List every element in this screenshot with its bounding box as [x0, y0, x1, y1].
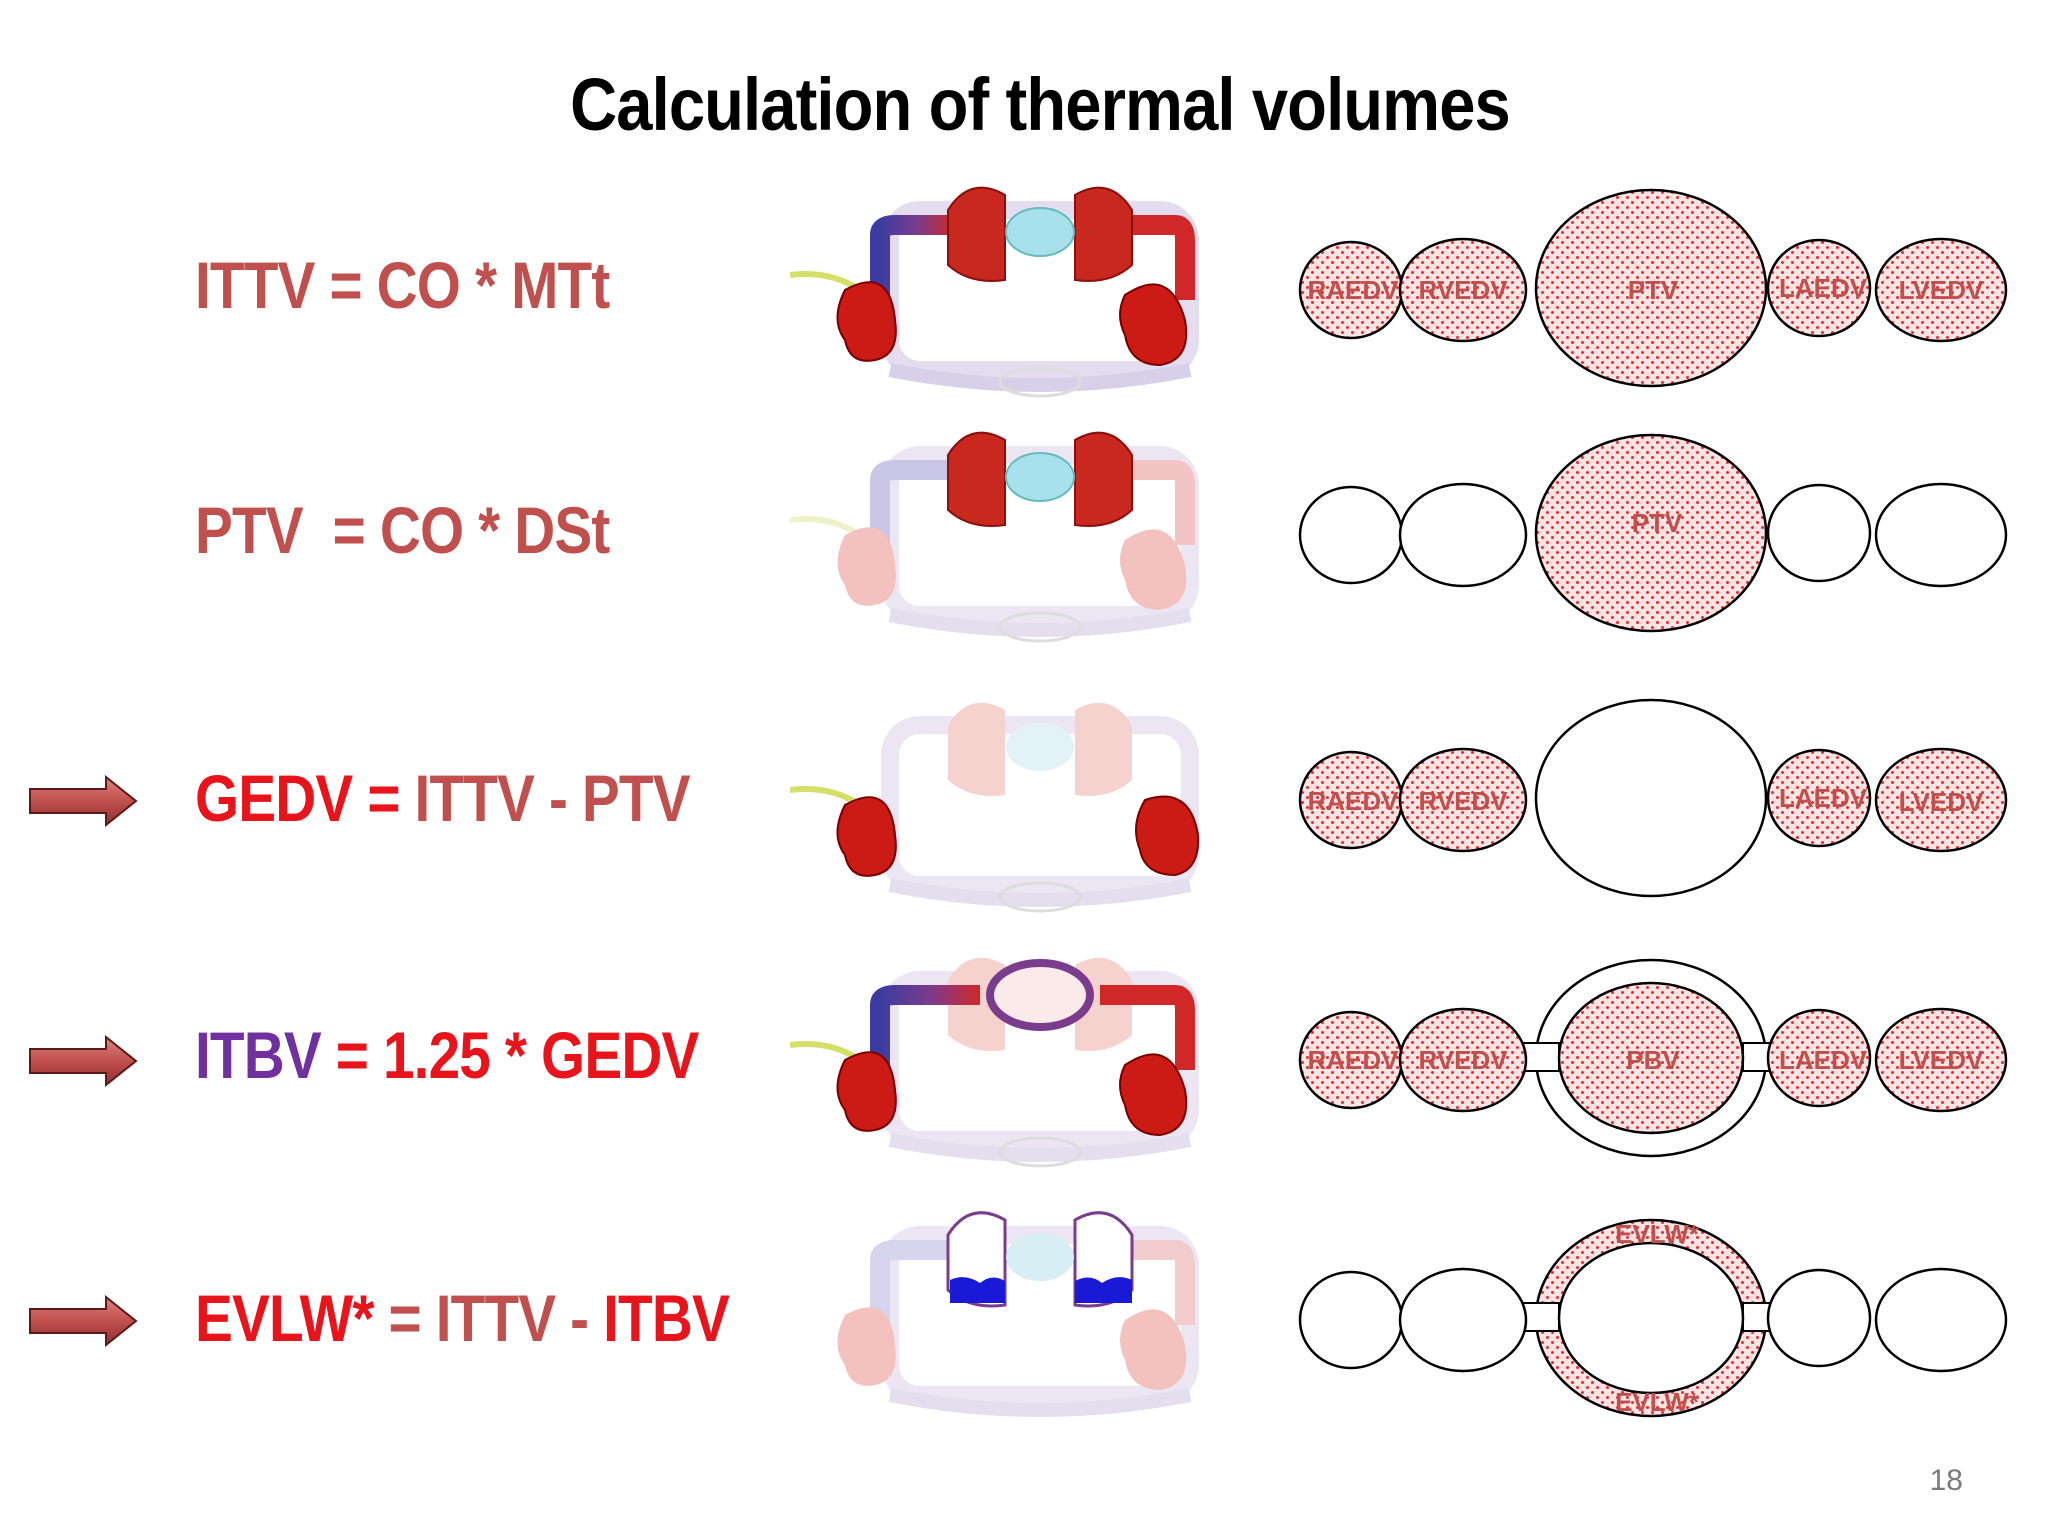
chamber-lvedv: [1874, 482, 2008, 588]
label-evlw-top: EVLW*: [1615, 1219, 1700, 1249]
label-raedv: RAEDV: [1307, 786, 1399, 816]
formula-part: = ITTV -: [373, 1281, 604, 1355]
formula-gedv: GEDV = ITTV - PTV: [195, 760, 691, 836]
row-ptv: PTV = CO * DSt PTV: [0, 410, 2048, 650]
row-evlw: EVLW* = ITTV - ITBV EVLW* EVLW*: [0, 1195, 2048, 1435]
formula-itbv: ITBV = 1.25 * GEDV: [195, 1017, 700, 1093]
label-lvedv: LVEDV: [1899, 275, 1984, 305]
chamber-laedv: [1766, 238, 1872, 338]
chamber-diagram-gedv: RAEDV RVEDV LAEDV LVEDV: [1298, 698, 2008, 898]
chamber-lvedv: [1874, 237, 2008, 343]
chamber-ptv: [1534, 433, 1768, 633]
label-ptv: PTV: [1632, 508, 1683, 538]
circulation-illustration-itbv: [789, 957, 1199, 1168]
arrow-icon: [29, 775, 138, 827]
chamber-rvedv: [1398, 482, 1528, 588]
row-ittv: ITTV = CO * MTt RAEDV RVEDV PTV LAEDV LV…: [0, 165, 2048, 405]
formula-part: PTV = CO * DSt: [195, 493, 610, 567]
chamber-raedv: [1298, 1270, 1404, 1370]
label-ptv: PTV: [1628, 275, 1679, 305]
formula-ittv: ITTV = CO * MTt: [195, 247, 610, 323]
chamber-laedv: [1766, 1268, 1872, 1368]
chamber-lvedv: [1874, 1267, 2008, 1373]
row-gedv: GEDV = ITTV - PTV RAEDV RVEDV LAEDV LVED…: [0, 675, 2048, 915]
chamber-laedv: [1766, 1008, 1872, 1108]
chamber-rvedv: [1398, 237, 1528, 343]
chamber-ptv: [1534, 698, 1768, 898]
chamber-pbv: [1557, 981, 1745, 1135]
formula-part: EVLW*: [195, 1281, 374, 1355]
circulation-illustration-evlw: [837, 1211, 1199, 1417]
chamber-lvedv: [1874, 1007, 2008, 1113]
formula-part: ITTV - PTV: [414, 761, 691, 835]
chamber-diagram-evlw: EVLW* EVLW*: [1298, 1218, 2008, 1418]
label-rvedv: RVEDV: [1418, 786, 1508, 816]
formula-part: GEDV =: [195, 761, 415, 835]
formula-part: ITTV = CO * MTt: [195, 248, 610, 322]
label-pbv: PBV: [1626, 1045, 1680, 1075]
formula-part: ITBV: [603, 1281, 730, 1355]
chamber-rvedv: [1398, 747, 1528, 853]
formula-evlw: EVLW* = ITTV - ITBV: [195, 1280, 730, 1356]
arrow-icon: [29, 1295, 138, 1347]
chamber-raedv: [1298, 485, 1404, 585]
label-raedv: RAEDV: [1307, 1045, 1399, 1075]
label-lvedv: LVEDV: [1899, 1045, 1984, 1075]
circulation-illustration-ptv: [789, 431, 1199, 643]
chamber-ptv: [1534, 188, 1768, 388]
circulation-illustration-ittv: [789, 186, 1199, 398]
chamber-laedv: [1766, 748, 1872, 848]
chamber-diagram-ittv: RAEDV RVEDV PTV LAEDV LVEDV: [1298, 188, 2008, 388]
chamber-pbv: [1557, 1241, 1745, 1395]
page-number: 18: [1929, 1464, 1963, 1497]
circulation-illustration-gedv: [789, 702, 1200, 913]
label-raedv: RAEDV: [1307, 275, 1399, 305]
chamber-laedv: [1766, 483, 1872, 583]
label-laedv: LAEDV: [1779, 1045, 1868, 1075]
label-laedv: LAEDV: [1779, 783, 1868, 813]
label-rvedv: RVEDV: [1418, 1045, 1508, 1075]
row-itbv: ITBV = 1.25 * GEDV RAEDV RVEDV PBV LAEDV…: [0, 935, 2048, 1175]
label-rvedv: RVEDV: [1418, 275, 1508, 305]
chamber-diagram-ptv: PTV: [1298, 433, 2008, 633]
chamber-rvedv: [1398, 1267, 1528, 1373]
formula-part: ITBV: [195, 1018, 322, 1092]
formula-part: = 1.25 * GEDV: [320, 1018, 700, 1092]
label-lvedv: LVEDV: [1899, 787, 1984, 817]
label-laedv: LAEDV: [1779, 273, 1868, 303]
formula-ptv: PTV = CO * DSt: [195, 492, 610, 568]
chamber-lvedv: [1874, 747, 2008, 853]
chamber-rvedv: [1398, 1007, 1528, 1113]
label-evlw-bottom: EVLW*: [1615, 1387, 1700, 1417]
arrow-icon: [29, 1035, 138, 1087]
slide-title: Calculation of thermal volumes: [570, 63, 1511, 146]
chamber-diagram-itbv: RAEDV RVEDV PBV LAEDV LVEDV: [1298, 958, 2008, 1158]
